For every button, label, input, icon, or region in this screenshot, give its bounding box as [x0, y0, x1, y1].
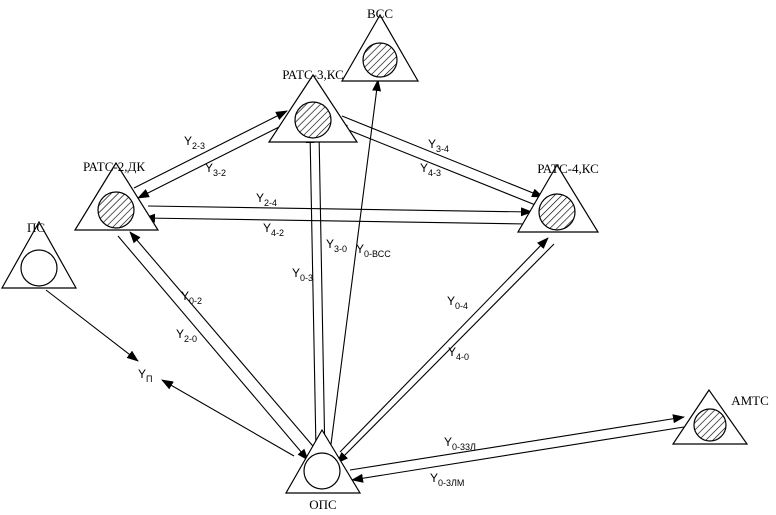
label-y0vss: Y0-ВСС [356, 242, 391, 259]
arrow-0-vss [329, 79, 382, 453]
amts-circle [693, 408, 727, 442]
rats4-circle [538, 193, 576, 231]
vss-circle [362, 42, 398, 78]
node-ps: ПС [0, 220, 78, 289]
node-ops: ОПС [284, 428, 362, 512]
node-vss: ВСС [340, 6, 420, 82]
arrow-0-33l [349, 414, 685, 471]
label-yp: YП [138, 367, 152, 384]
rats3-circle [294, 101, 332, 139]
arrow-3-4 [341, 115, 544, 198]
label-y03lm: Y0-3ЛМ [430, 471, 464, 488]
arrow-4-2 [143, 213, 529, 225]
arrow-2-3 [133, 110, 288, 189]
edge-labels: Y2-3 Y3-2 Y3-4 Y4-3 Y2-4 Y4-2 Y0-2 Y2-0 … [138, 134, 476, 488]
rats2-label: РАТС-2,ДК [83, 159, 145, 174]
arrow-3-2 [137, 120, 292, 199]
label-y03: Y0-3 [292, 266, 313, 283]
vss-label: ВСС [367, 6, 393, 21]
rats3-label: РАТС-3,КС [282, 67, 344, 82]
arrow-3-0 [318, 131, 330, 461]
label-y32: Y3-2 [205, 161, 226, 178]
label-y23: Y2-3 [184, 134, 205, 151]
arrow-4-0 [336, 243, 555, 464]
ps-circle [20, 249, 58, 287]
ops-circle [303, 452, 341, 490]
label-y20: Y2-0 [176, 327, 197, 344]
node-rats3: РАТС-3,КС [267, 67, 359, 143]
node-amts: АМТС [671, 388, 769, 445]
node-rats2: РАТС-2,ДК [73, 159, 160, 231]
ops-label: ОПС [309, 497, 336, 512]
label-y24: Y2-4 [256, 191, 277, 208]
label-y033l: Y0-33Л [444, 435, 476, 452]
label-y42: Y4-2 [263, 221, 284, 238]
ps-label: ПС [27, 220, 45, 235]
arrow-2-0 [117, 235, 309, 461]
arrow-0-2 [129, 231, 319, 453]
label-y02: Y0-2 [181, 289, 202, 306]
node-rats4: РАТС-4,КС [516, 161, 600, 233]
arrow-ps-yp [45, 289, 139, 362]
arrow-0-3lm [351, 426, 685, 483]
rats4-label: РАТС-4,КС [537, 161, 599, 176]
label-y34: Y3-4 [428, 137, 449, 154]
label-y30: Y3-0 [326, 237, 347, 254]
arrow-2-4 [147, 205, 533, 217]
arrow-4-3 [335, 124, 539, 207]
edges [45, 79, 685, 483]
arrow-0-4 [339, 237, 549, 453]
amts-label: АМТС [731, 393, 769, 408]
label-y04: Y0-4 [447, 294, 468, 311]
arrow-ops-yp [161, 379, 295, 457]
label-y43: Y4-3 [420, 161, 441, 178]
label-y40: Y4-0 [448, 345, 469, 362]
arrow-0-3 [305, 131, 317, 451]
rats2-circle [97, 191, 135, 229]
